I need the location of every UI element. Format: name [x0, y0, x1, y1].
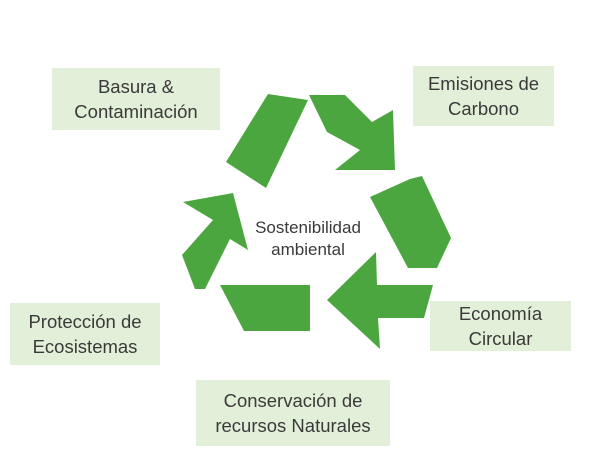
label-emisiones-carbono: Emisiones de Carbono — [413, 66, 554, 126]
label-conservacion-recursos: Conservación de recursos Naturales — [196, 380, 390, 446]
cycle-arrow-segment-right — [370, 176, 451, 268]
center-label-line-2: ambiental — [271, 240, 345, 259]
label-emisiones-line-1: Emisiones de — [427, 73, 540, 94]
cycle-arrow-bottom-right — [327, 252, 433, 349]
cycle-arrow-left — [182, 193, 248, 289]
cycle-arrow-top-right — [309, 95, 395, 170]
center-label: Sostenibilidad ambiental — [238, 217, 378, 261]
label-emisiones-line-2: Carbono — [448, 98, 519, 119]
label-basura-line-1: Basura & — [97, 76, 175, 97]
center-label-line-1: Sostenibilidad — [255, 218, 361, 237]
label-basura-contaminacion: Basura & Contaminación — [52, 68, 220, 130]
label-conservacion-line-2: recursos Naturales — [215, 415, 371, 436]
label-economia-line-2: Circular — [468, 328, 533, 349]
label-proteccion-line-2: Ecosistemas — [32, 336, 138, 357]
label-economia-circular: Economía Circular — [430, 301, 571, 351]
label-proteccion-ecosistemas: Protección de Ecosistemas — [10, 303, 160, 365]
label-proteccion-line-1: Protección de — [28, 311, 142, 332]
label-basura-line-2: Contaminación — [74, 101, 198, 122]
cycle-arrow-segment-bottom — [220, 285, 310, 331]
label-conservacion-line-1: Conservación de — [223, 390, 363, 411]
label-economia-line-1: Economía — [458, 303, 543, 324]
cycle-arrow-segment-top-left — [226, 94, 308, 188]
